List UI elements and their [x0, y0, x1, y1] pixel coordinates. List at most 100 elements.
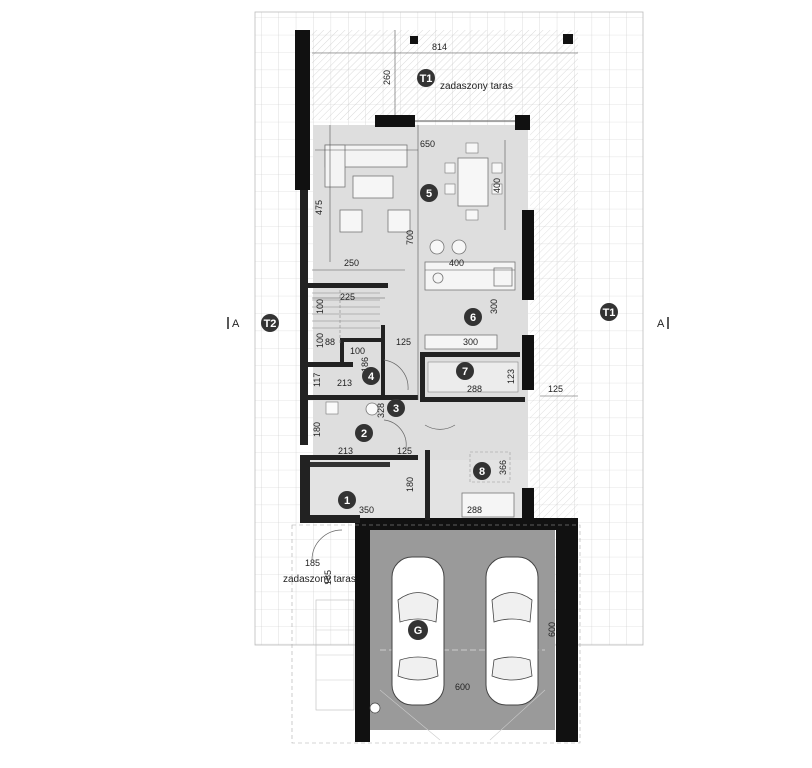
- dim-700: 700: [405, 230, 415, 245]
- dim-300-b: 300: [463, 337, 478, 347]
- dim-213-a: 213: [337, 378, 352, 388]
- door-swing-2: [383, 419, 407, 449]
- toilet: [365, 402, 379, 416]
- wall-top-block: [375, 115, 415, 127]
- chair-3: [491, 162, 503, 174]
- dim-123: 123: [506, 369, 516, 384]
- svg-text:1: 1: [344, 495, 350, 507]
- dim-600-v: 600: [547, 622, 557, 637]
- wall-garage-west: [355, 530, 370, 742]
- wall-bath-left: [340, 338, 344, 363]
- door-swing-1: [383, 359, 409, 391]
- washbasin: [325, 401, 339, 415]
- svg-text:4: 4: [368, 371, 375, 383]
- dim-125-a: 125: [396, 337, 411, 347]
- badge-t1-top: T1: [417, 69, 435, 87]
- marker-top-right: [563, 34, 573, 44]
- dim-185-b: 185: [323, 570, 333, 585]
- dim-125-b: 125: [548, 384, 563, 394]
- svg-text:T1: T1: [420, 73, 433, 85]
- label-roofed-terrace-top: zadaszony taras: [440, 81, 513, 92]
- dim-117: 117: [312, 373, 322, 387]
- badge-room-6: 6: [464, 308, 482, 326]
- armchair-left: [339, 209, 363, 233]
- wall-west-upper: [295, 30, 310, 190]
- sofa-arm: [324, 144, 346, 188]
- wall-row-3: [308, 455, 418, 460]
- wall-room7-bottom: [420, 397, 525, 402]
- dim-180-a: 180: [312, 422, 322, 437]
- cooktop: [493, 267, 513, 287]
- sink: [432, 272, 444, 284]
- badge-room-4: 4: [362, 367, 380, 385]
- badge-room-2: 2: [355, 424, 373, 442]
- label-roofed-terrace-bottom: zadaszony taras: [283, 574, 356, 585]
- wall-room7-left: [420, 352, 425, 402]
- stairs: [312, 290, 380, 345]
- chair-6: [465, 209, 479, 221]
- section-marker-left-letter: A: [232, 318, 240, 330]
- wall-west-lower: [300, 455, 310, 515]
- svg-text:7: 7: [462, 366, 468, 378]
- roofed-terrace-top: [312, 30, 578, 120]
- badge-room-5: 5: [420, 184, 438, 202]
- wall-top-right: [515, 115, 530, 130]
- badge-t1-right: T1: [600, 303, 618, 321]
- dim-288-a: 288: [467, 384, 482, 394]
- wall-row-1: [308, 362, 353, 367]
- dim-100-a: 100: [315, 299, 325, 314]
- marker-top-left: [410, 36, 418, 44]
- dim-475: 475: [314, 200, 324, 215]
- badge-garage: G: [408, 620, 428, 640]
- wall-entry-sep: [310, 462, 390, 467]
- dim-100-c: 100: [350, 346, 365, 356]
- car-right: [485, 556, 539, 706]
- dim-400-dining: 400: [492, 178, 502, 193]
- chair-1: [444, 162, 456, 174]
- dim-186: 186: [360, 357, 370, 372]
- dim-288-b: 288: [467, 505, 482, 515]
- chair-2: [444, 183, 456, 195]
- dim-260: 260: [382, 70, 392, 85]
- wall-room7-top: [420, 352, 520, 357]
- dim-400-kitchen: 400: [449, 258, 464, 268]
- step-lines: [316, 629, 354, 681]
- plot-outline: [291, 524, 581, 744]
- wall-core-v1: [381, 325, 385, 395]
- dim-650: 650: [420, 139, 435, 149]
- dim-185-a: 185: [305, 558, 320, 568]
- svg-text:2: 2: [361, 428, 367, 440]
- dining-table: [457, 157, 489, 207]
- svg-text:5: 5: [426, 188, 432, 200]
- chair-4: [491, 183, 503, 195]
- wall-garage-east: [556, 520, 578, 742]
- dim-225: 225: [340, 292, 355, 302]
- wall-garage-top: [355, 518, 578, 530]
- wall-row-2: [308, 395, 418, 400]
- dim-180-b: 180: [405, 477, 415, 492]
- door-swing-entry: [311, 529, 343, 561]
- dim-328: 328: [376, 403, 386, 418]
- kitchen-counter-lower: [424, 334, 498, 350]
- svg-text:8: 8: [479, 466, 485, 478]
- wall-bath-top: [340, 338, 382, 342]
- coffee-table: [352, 175, 394, 199]
- badge-room-3: 3: [387, 399, 405, 417]
- wall-stair-top: [308, 283, 388, 288]
- armchair-right: [387, 209, 411, 233]
- dim-100-b: 100: [315, 333, 325, 348]
- wall-bottom-left: [300, 515, 360, 523]
- room8-bed: [461, 492, 515, 518]
- dim-300-a: 300: [489, 299, 499, 314]
- svg-text:3: 3: [393, 403, 399, 415]
- wall-west-mid: [300, 190, 308, 445]
- svg-text:T1: T1: [603, 307, 616, 319]
- roofed-strip-right: [530, 120, 578, 520]
- dim-366: 366: [498, 460, 508, 475]
- wall-east-mid: [522, 335, 534, 390]
- dim-814: 814: [432, 42, 447, 52]
- dimension-lines: [312, 30, 578, 400]
- wall-room8-left: [425, 450, 430, 520]
- kitchen-island: [424, 261, 516, 291]
